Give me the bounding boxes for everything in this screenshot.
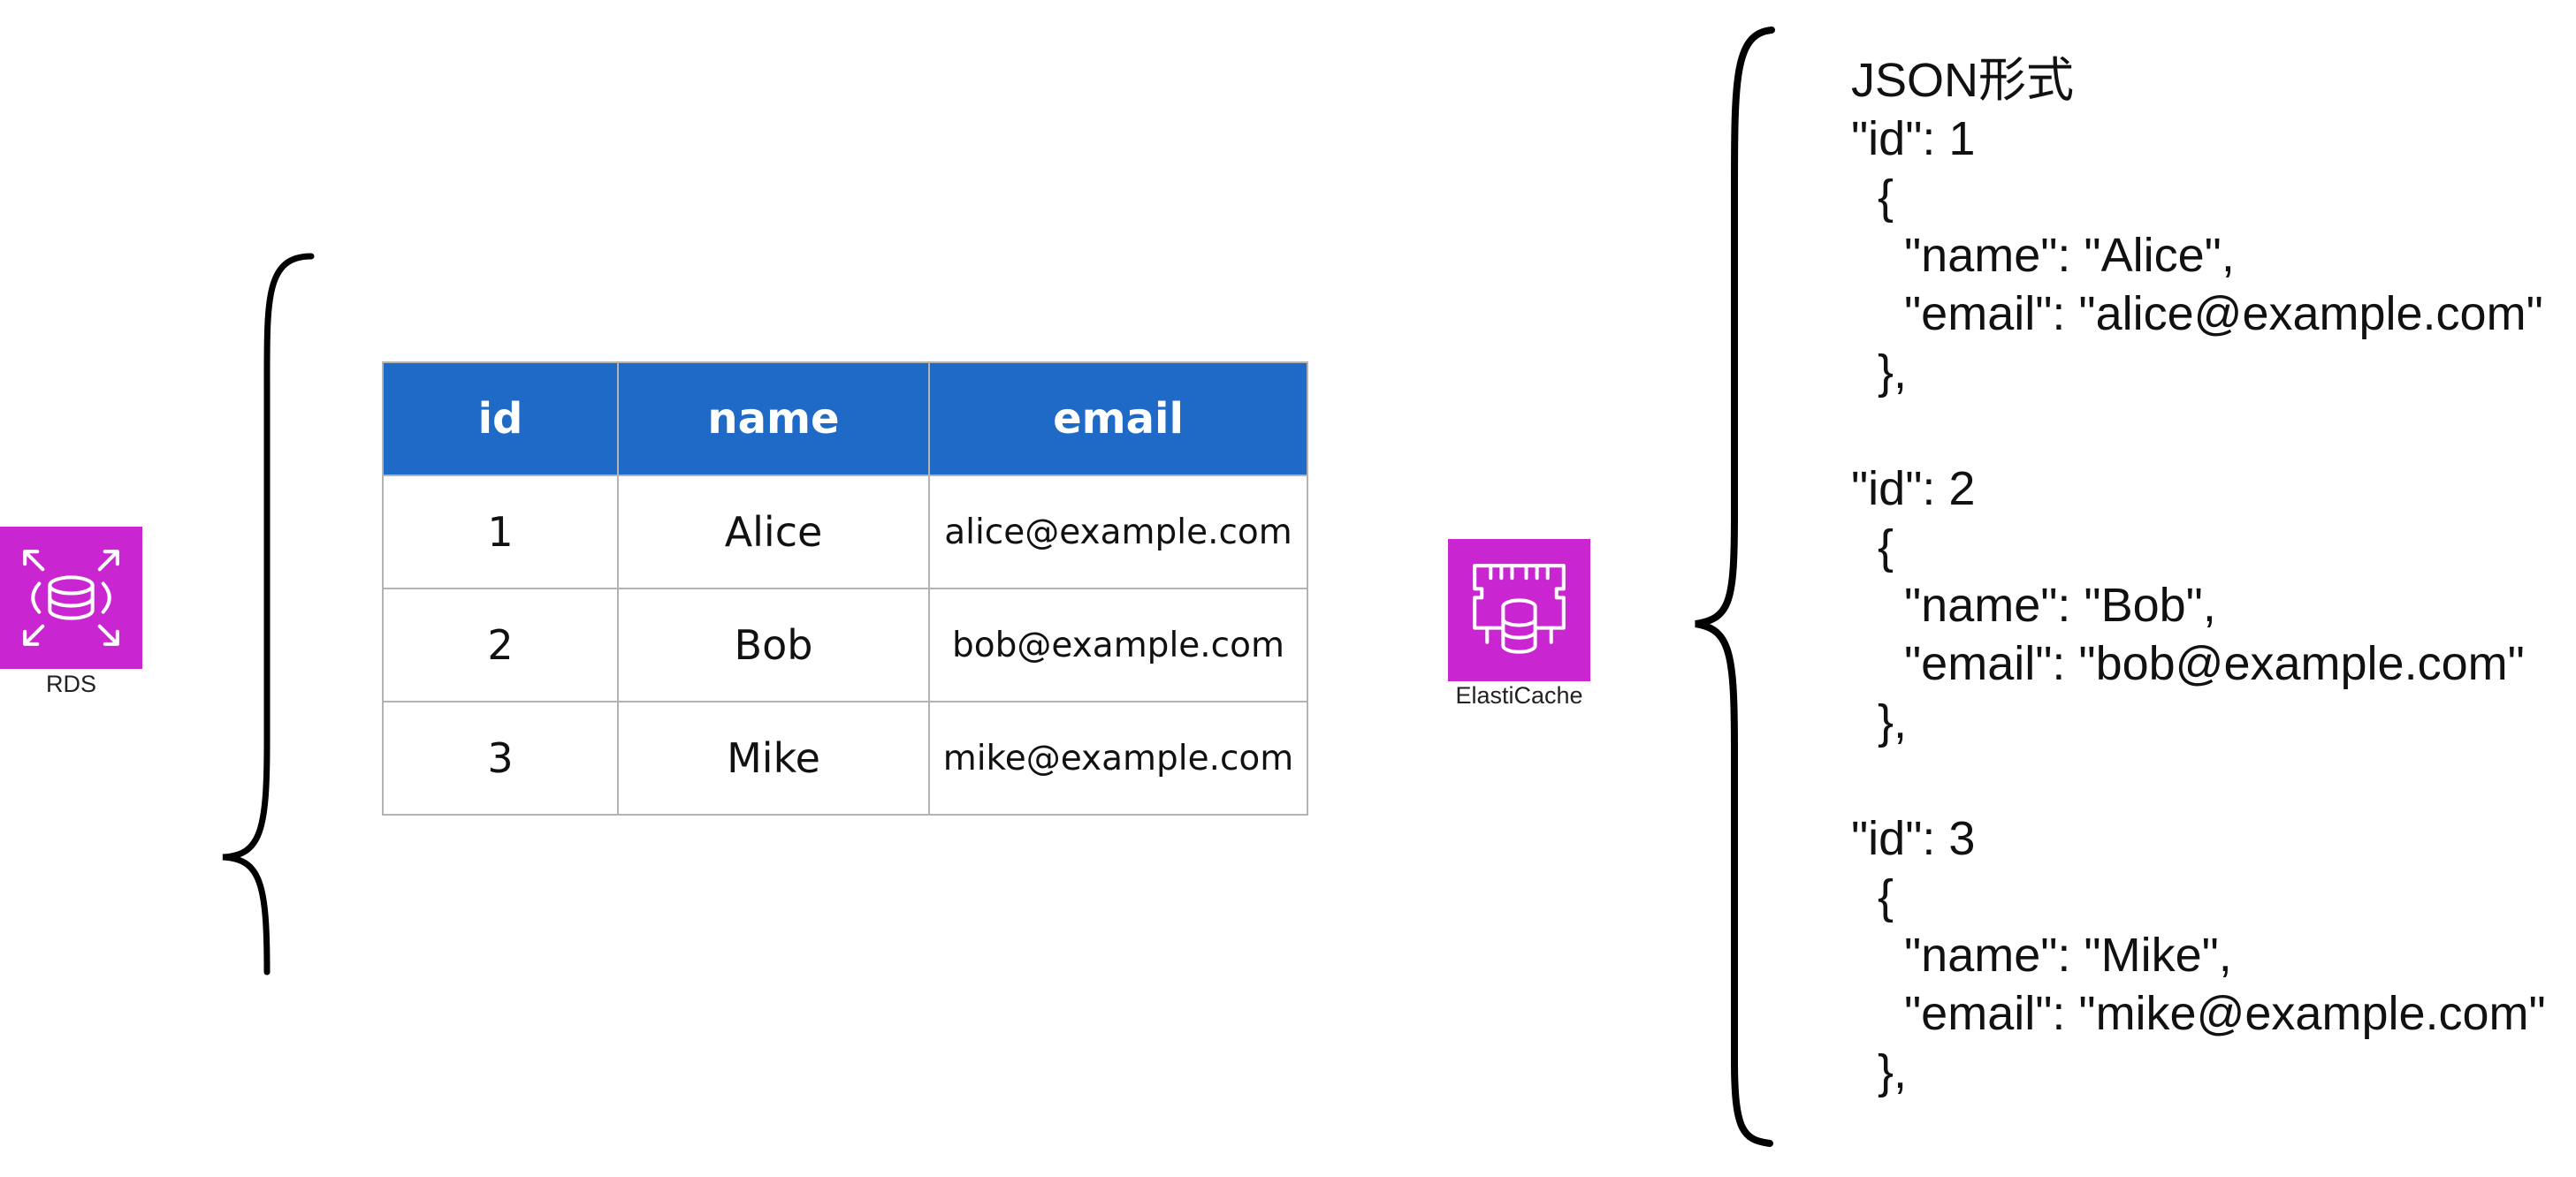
json-title: JSON形式 xyxy=(1851,54,2075,107)
right-brace xyxy=(1695,27,1775,1147)
cell-id: 2 xyxy=(382,588,619,702)
json-line: "id": 2 xyxy=(1851,462,1976,515)
table-row: 1 Alice alice@example.com xyxy=(382,475,1308,589)
column-header-email: email xyxy=(928,361,1308,476)
json-line: "name": "Mike", xyxy=(1851,929,2232,982)
json-line: { xyxy=(1851,520,1894,573)
cell-id: 3 xyxy=(382,701,619,816)
cell-name: Bob xyxy=(617,588,930,702)
cell-email: alice@example.com xyxy=(928,475,1308,589)
json-line: "id": 1 xyxy=(1851,112,1976,165)
left-brace xyxy=(222,253,315,976)
json-line: "email": "bob@example.com" xyxy=(1851,637,2525,690)
rds-label: RDS xyxy=(45,671,96,697)
table-header-row: id name email xyxy=(382,361,1308,476)
json-line: }, xyxy=(1851,1045,1908,1098)
elasticache-icon xyxy=(1448,539,1590,681)
elasticache-memory-icon xyxy=(1473,564,1566,654)
cell-email: bob@example.com xyxy=(928,588,1308,702)
table-row: 3 Mike mike@example.com xyxy=(382,701,1308,816)
json-line: "name": "Alice", xyxy=(1851,229,2235,282)
json-text-block: JSON形式 "id": 1 { "name": "Alice", "email… xyxy=(1851,51,2546,1098)
json-line: "id": 3 xyxy=(1851,812,1976,865)
cell-name: Mike xyxy=(617,701,930,816)
table-row: 2 Bob bob@example.com xyxy=(382,588,1308,702)
json-line: }, xyxy=(1851,695,1908,748)
cell-id: 1 xyxy=(382,475,619,589)
users-table: id name email 1 Alice alice@example.com … xyxy=(382,361,1308,816)
json-line: }, xyxy=(1851,346,1908,399)
cell-email: mike@example.com xyxy=(928,701,1308,816)
column-header-id: id xyxy=(382,361,619,476)
json-line: { xyxy=(1851,870,1894,923)
rds-icon xyxy=(0,527,142,669)
json-line: "email": "mike@example.com" xyxy=(1851,987,2546,1040)
cell-name: Alice xyxy=(617,475,930,589)
json-line: { xyxy=(1851,171,1894,224)
elasticache-label: ElastiCache xyxy=(1455,682,1583,709)
json-line: "name": "Bob", xyxy=(1851,579,2216,632)
json-line: "email": "alice@example.com" xyxy=(1851,287,2543,340)
column-header-name: name xyxy=(617,361,930,476)
rds-database-icon xyxy=(23,550,119,646)
